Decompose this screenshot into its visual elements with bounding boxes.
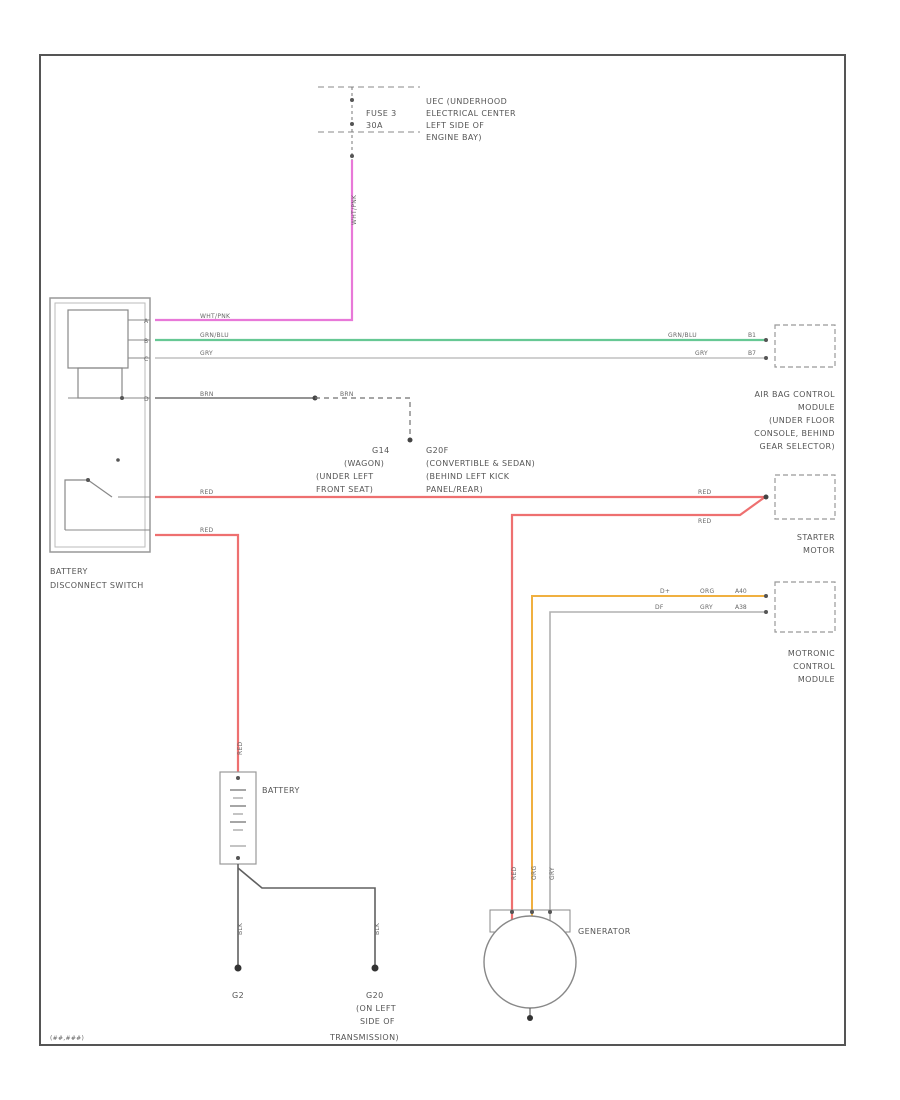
- wire-label-red-top-left: RED: [200, 489, 214, 496]
- wire-red-battery: RED RED: [155, 527, 244, 772]
- switch-pin-b: B: [144, 338, 148, 345]
- wire-orange-gray: D+ ORG A40 DF GRY A38 RED ORG GRY: [511, 588, 765, 1000]
- fuse-terminal-out: [350, 154, 354, 158]
- wire-red-starter: RED RED RED: [155, 489, 769, 1000]
- diagram-frame: [39, 54, 846, 1046]
- wire-label-gray-gen: GRY: [549, 867, 556, 880]
- wire-pink: WHT/PNK WHT/PNK: [155, 160, 358, 322]
- splice-left-label-4: FRONT SEAT): [316, 485, 373, 494]
- airbag-pin-b7: B7: [748, 350, 756, 357]
- motronic-pin-a38: A38: [735, 604, 747, 611]
- uec-label-1: UEC (UNDERHOOD: [426, 97, 507, 106]
- ground-right-label-4: TRANSMISSION): [329, 1033, 399, 1042]
- wire-gray: GRY GRY B7: [155, 350, 765, 359]
- pin-label-gray: DF: [655, 604, 664, 611]
- motronic-pin-a40: A40: [735, 588, 747, 595]
- splice-left-label-3: (UNDER LEFT: [316, 472, 374, 481]
- airbag-label-3: (UNDER FLOOR: [769, 416, 835, 425]
- switch-pin-c: C: [144, 356, 148, 363]
- starter-label-1: STARTER: [797, 533, 835, 542]
- wire-label-red-gen: RED: [511, 866, 518, 880]
- fuse-terminal-top: [350, 98, 354, 102]
- generator: GENERATOR: [483, 909, 631, 1021]
- motronic-label-2: CONTROL: [793, 662, 835, 671]
- wire-label-green-right: GRN/BLU: [668, 332, 697, 339]
- uec-label-4: ENGINE BAY): [426, 133, 482, 142]
- ground-right-label-1: G20: [366, 991, 384, 1000]
- wire-label-brown-right: BRN: [340, 391, 354, 398]
- motronic-label-1: MOTRONIC: [788, 649, 835, 658]
- motronic-label-3: MODULE: [798, 675, 835, 684]
- wire-label-black-right: BLK: [374, 922, 381, 935]
- battery: BATTERY: [219, 771, 300, 865]
- uec-label-3: LEFT SIDE OF: [426, 121, 484, 130]
- wire-green: GRN/BLU GRN/BLU B1: [155, 332, 765, 342]
- splice-right-label-3: (BEHIND LEFT KICK: [426, 472, 510, 481]
- uec-fuse-block: FUSE 3 30A UEC (UNDERHOOD ELECTRICAL CEN…: [318, 86, 516, 165]
- generator-label: GENERATOR: [578, 927, 631, 936]
- ground-right-label-2: (ON LEFT: [356, 1004, 396, 1013]
- motronic-control-module: MOTRONIC CONTROL MODULE: [764, 581, 836, 684]
- starter-label-2: MOTOR: [803, 546, 835, 555]
- ground-right-label-3: SIDE OF: [360, 1017, 395, 1026]
- wire-brown: BRN BRN G14 (WAGON) (UNDER LEFT FRONT SE…: [155, 391, 535, 494]
- wire-label-gray-motronic: GRY: [700, 604, 713, 611]
- wire-label-orange-gen: ORG: [531, 866, 538, 880]
- pin-label-orange: D+: [660, 588, 670, 595]
- ground-left-label: G2: [232, 991, 244, 1000]
- airbag-pin-b1: B1: [748, 332, 756, 339]
- wire-label-orange: ORG: [700, 588, 714, 595]
- wire-label-pink: WHT/PNK: [200, 313, 231, 320]
- wire-label-gray-right: GRY: [695, 350, 708, 357]
- wire-label-pink-vertical: WHT/PNK: [351, 194, 358, 225]
- battery-disconnect-switch: A B C D BATTERY DISCONNECT SWITCH: [49, 297, 151, 590]
- wire-label-red-top-right: RED: [698, 489, 712, 496]
- switch-pin-a: A: [144, 318, 149, 325]
- splice-right-label-1: G20F: [426, 446, 449, 455]
- airbag-label-1: AIR BAG CONTROL: [754, 390, 835, 399]
- splice-left-label-1: G14: [372, 446, 390, 455]
- wire-label-black-left: BLK: [237, 922, 244, 935]
- fuse-label-2: 30A: [366, 121, 383, 130]
- battery-disconnect-label-1: BATTERY: [50, 567, 88, 576]
- splice-right-label-4: PANEL/REAR): [426, 485, 483, 494]
- starter-motor: STARTER MOTOR: [774, 474, 836, 555]
- switch-pin-d: D: [144, 396, 149, 403]
- wire-label-red-battery: RED: [200, 527, 214, 534]
- splice-left-label-2: (WAGON): [344, 459, 384, 468]
- uec-label-2: ELECTRICAL CENTER: [426, 109, 516, 118]
- footer-code: (##,###): [50, 1035, 84, 1042]
- splice-right-label-2: (CONVERTIBLE & SEDAN): [426, 459, 535, 468]
- airbag-control-module: AIR BAG CONTROL MODULE (UNDER FLOOR CONS…: [754, 324, 836, 451]
- fuse-label-1: FUSE 3: [366, 109, 397, 118]
- battery-label: BATTERY: [262, 786, 300, 795]
- airbag-label-5: GEAR SELECTOR): [759, 442, 835, 451]
- wire-label-brown-left: BRN: [200, 391, 214, 398]
- wire-label-red-battery-vertical: RED: [237, 741, 244, 755]
- wire-black-grounds: BLK BLK G2 G20 (ON LEFT SIDE OF TRANSMIS…: [232, 864, 399, 1042]
- airbag-label-4: CONSOLE, BEHIND: [754, 429, 835, 438]
- wire-label-red-lower: RED: [698, 518, 712, 525]
- airbag-label-2: MODULE: [798, 403, 835, 412]
- wire-label-gray-left: GRY: [200, 350, 213, 357]
- battery-disconnect-label-2: DISCONNECT SWITCH: [50, 581, 144, 590]
- fuse-terminal-bottom: [350, 122, 354, 126]
- wire-label-green-left: GRN/BLU: [200, 332, 229, 339]
